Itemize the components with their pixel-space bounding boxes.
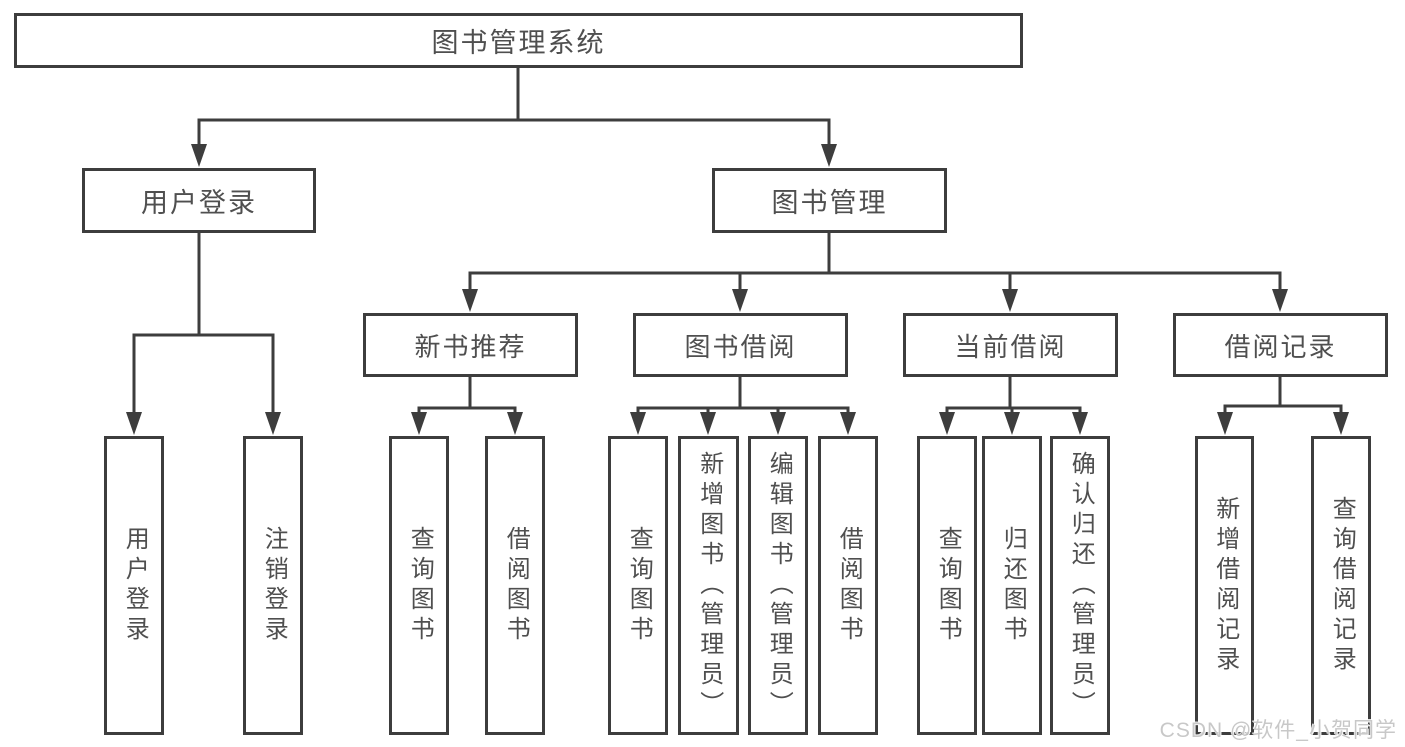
- node-br-add-record: 新增借阅记录: [1195, 436, 1254, 735]
- node-new-book-recommend-label: 新书推荐: [414, 331, 527, 362]
- watermark: CSDN @软件_小贺同学: [1159, 719, 1397, 742]
- node-bb-query-book: 查询图书: [608, 436, 668, 735]
- node-user-login-label: 用户登录: [141, 188, 257, 218]
- node-library-system-label: 图书管理系统: [431, 28, 606, 58]
- node-current-borrow: 当前借阅: [903, 313, 1118, 377]
- node-nbr-query-book: 查询图书: [389, 436, 449, 735]
- node-cb-return-book: 归还图书: [982, 436, 1042, 735]
- node-user-login: 用户登录: [82, 168, 316, 233]
- node-nbr-borrow-book: 借阅图书: [485, 436, 545, 735]
- node-new-book-recommend: 新书推荐: [363, 313, 578, 377]
- node-br-query-record: 查询借阅记录: [1311, 436, 1371, 735]
- node-cb-confirm-return-admin: 确认归还（管理员）: [1050, 436, 1110, 735]
- node-borrow-record: 借阅记录: [1173, 313, 1388, 377]
- node-library-system: 图书管理系统: [14, 13, 1023, 68]
- node-bb-add-book-admin: 新增图书（管理员）: [678, 436, 739, 735]
- node-current-borrow-label: 当前借阅: [954, 331, 1067, 362]
- node-bb-edit-book-admin: 编辑图书（管理员）: [748, 436, 808, 735]
- node-book-management: 图书管理: [712, 168, 947, 233]
- node-book-borrow: 图书借阅: [633, 313, 848, 377]
- node-logout-leaf: 注销登录: [243, 436, 303, 735]
- node-borrow-record-label: 借阅记录: [1224, 331, 1337, 362]
- node-cb-query-book: 查询图书: [917, 436, 977, 735]
- node-user-login-leaf: 用户登录: [104, 436, 164, 735]
- node-book-borrow-label: 图书借阅: [684, 331, 797, 362]
- node-bb-borrow-book: 借阅图书: [818, 436, 878, 735]
- node-book-management-label: 图书管理: [771, 188, 888, 218]
